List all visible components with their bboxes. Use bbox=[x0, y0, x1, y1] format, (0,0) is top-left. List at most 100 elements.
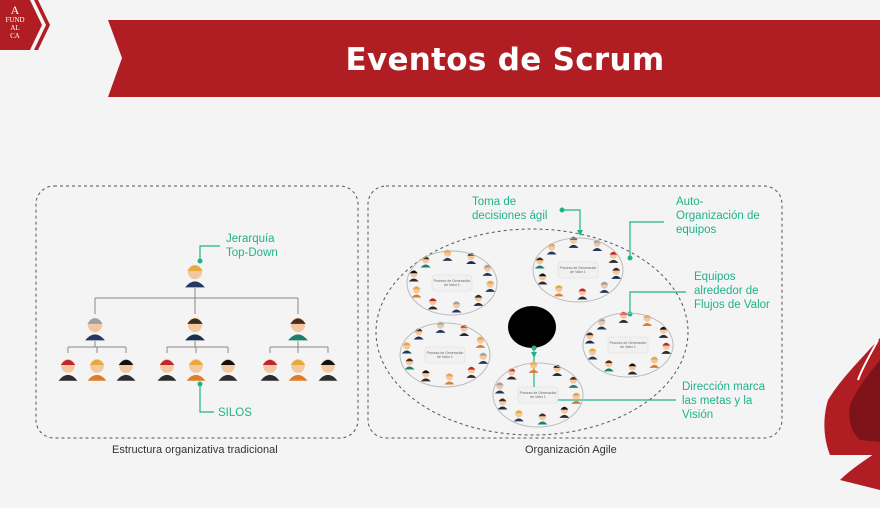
team-box-label-line: Proceso de Generación bbox=[519, 391, 557, 395]
person-icon bbox=[599, 281, 610, 293]
team-box-label-line: Proceso de Generación bbox=[559, 266, 597, 270]
person-icon bbox=[592, 239, 603, 252]
person-icon bbox=[559, 406, 570, 418]
person-icon bbox=[58, 359, 78, 381]
annotation-line: Flujos de Valor bbox=[694, 299, 770, 311]
direction-annotation: Dirección marca las metas y la Visión bbox=[682, 380, 765, 422]
person-icon bbox=[611, 267, 622, 279]
annotation-line: Jerarquía bbox=[226, 233, 275, 245]
annotation-line: Visión bbox=[682, 409, 714, 421]
team-cluster bbox=[582, 312, 674, 378]
person-icon bbox=[157, 359, 177, 381]
person-icon bbox=[571, 392, 582, 404]
team-cluster bbox=[406, 250, 498, 316]
silos-annotation: SILOS bbox=[218, 406, 252, 420]
slide-title: Eventos de Scrum bbox=[345, 42, 665, 78]
annotation-line: Top-Down bbox=[226, 247, 278, 259]
annotation-line: Toma de bbox=[472, 196, 517, 208]
person-icon bbox=[466, 366, 477, 378]
value-stream-teams-annotation: Equipos alrededor de Flujos de Valor bbox=[694, 270, 770, 312]
person-icon bbox=[649, 356, 660, 368]
person-icon bbox=[420, 256, 431, 268]
person-icon bbox=[186, 359, 206, 381]
person-icon bbox=[482, 264, 493, 276]
team-box-label-line: Proceso de Generación bbox=[609, 341, 647, 345]
person-icon bbox=[404, 358, 415, 370]
person-icon bbox=[288, 317, 308, 341]
person-icon bbox=[537, 273, 548, 285]
person-icon bbox=[478, 352, 489, 364]
person-icon bbox=[627, 363, 638, 375]
annotation-line: SILOS bbox=[218, 407, 252, 419]
person-icon bbox=[553, 285, 564, 297]
title-banner bbox=[108, 20, 880, 97]
person-icon bbox=[587, 348, 598, 360]
annotation-line: equipos bbox=[676, 224, 717, 236]
logo-line: AL bbox=[10, 24, 20, 32]
annotation-arrowheads bbox=[531, 230, 583, 358]
person-icon bbox=[475, 336, 486, 348]
hierarchy-connectors bbox=[67, 288, 329, 353]
person-icon bbox=[494, 382, 505, 394]
person-icon bbox=[408, 270, 419, 282]
traditional-panel-border bbox=[35, 185, 359, 439]
person-icon bbox=[473, 294, 484, 306]
person-icon bbox=[185, 317, 205, 341]
annotation-line: Organización de bbox=[676, 210, 760, 222]
team-cluster bbox=[399, 322, 491, 388]
person-icon bbox=[411, 286, 422, 298]
agile-caption: Organización Agile bbox=[525, 444, 617, 456]
person-icon bbox=[584, 332, 595, 344]
person-icon bbox=[420, 370, 431, 382]
teams-layer bbox=[399, 237, 674, 428]
person-icon bbox=[185, 264, 205, 288]
agile-panel-border bbox=[367, 185, 783, 439]
person-icon bbox=[401, 342, 412, 354]
person-icon bbox=[444, 373, 455, 385]
person-icon bbox=[497, 398, 508, 410]
person-icon bbox=[288, 359, 308, 381]
team-box-label-line: Proceso de Generación bbox=[433, 279, 471, 283]
annotation-line: Auto- bbox=[676, 196, 704, 208]
logo-tab bbox=[0, 0, 50, 50]
person-icon bbox=[506, 368, 517, 380]
person-icon bbox=[603, 360, 614, 372]
team-box-label-line: de Valor 1 bbox=[530, 395, 546, 399]
person-icon bbox=[577, 288, 588, 300]
annotation-line: decisiones ágil bbox=[472, 210, 548, 222]
person-icon bbox=[459, 324, 470, 337]
self-organization-annotation: Auto- Organización de equipos bbox=[676, 195, 760, 237]
team-cluster bbox=[532, 237, 624, 303]
traditional-caption: Estructura organizativa tradicional bbox=[112, 444, 278, 456]
team-box-label-line: Proceso de Generación bbox=[426, 351, 464, 355]
logo: A FUND AL CA bbox=[0, 4, 30, 40]
annotation-line: Equipos bbox=[694, 271, 736, 283]
person-icon bbox=[485, 280, 496, 292]
annotation-line: alrededor de bbox=[694, 285, 759, 297]
annotation-dots bbox=[197, 207, 633, 387]
team-box-label-line: de Valor 1 bbox=[620, 345, 636, 349]
person-icon bbox=[596, 318, 607, 330]
person-icon bbox=[427, 298, 438, 310]
person-icon bbox=[513, 410, 524, 422]
logo-line: CA bbox=[10, 32, 20, 40]
person-icon bbox=[85, 317, 105, 341]
team-box-label-line: de Valor 1 bbox=[570, 270, 586, 274]
annotation-line: las metas y la bbox=[682, 395, 753, 407]
person-icon bbox=[413, 328, 424, 340]
team-box-label-line: de Valor 1 bbox=[437, 355, 453, 359]
person-icon bbox=[537, 413, 548, 425]
agile-organization-ellipse bbox=[375, 228, 689, 436]
logo-line: A bbox=[10, 3, 20, 17]
person-icon bbox=[546, 243, 557, 255]
person-icon bbox=[260, 359, 280, 381]
hierarchy-annotation: Jerarquía Top-Down bbox=[226, 232, 278, 260]
person-icon bbox=[218, 359, 238, 381]
decisions-annotation: Toma de decisiones ágil bbox=[472, 195, 547, 223]
